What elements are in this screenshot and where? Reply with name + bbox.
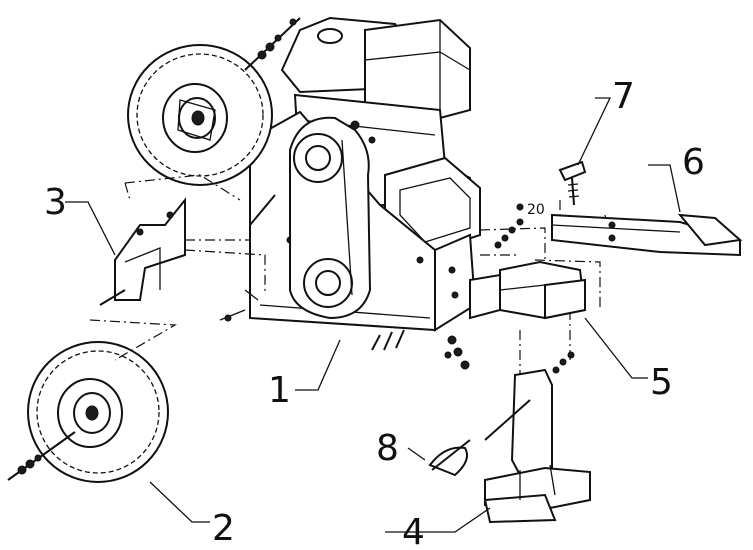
pin-clip	[428, 439, 471, 477]
callouts: 1 2 3 4 5 6 7 8	[44, 76, 705, 550]
lower-wheel-bolt	[7, 431, 76, 481]
callout-2: 2	[212, 508, 235, 549]
axle-bracket	[99, 197, 186, 306]
upper-wheel	[127, 44, 273, 186]
callout-1: 1	[268, 370, 291, 411]
assembly-lines	[89, 174, 613, 380]
callout-4: 4	[402, 512, 425, 550]
belt-cover	[289, 116, 376, 320]
bolt-count-label: 20	[527, 202, 545, 218]
lower-wheel	[27, 341, 169, 483]
callout-3: 3	[44, 182, 67, 223]
leader-lines	[65, 97, 681, 533]
callout-8: 8	[376, 428, 399, 469]
knob	[558, 160, 587, 206]
tow-bar-bolts: 20	[494, 202, 545, 249]
callout-6: 6	[682, 142, 705, 183]
frame-fasteners	[219, 194, 470, 370]
hitch-mount	[469, 260, 587, 320]
upper-wheel-bolt	[244, 17, 301, 71]
tow-bar	[551, 213, 743, 257]
callout-7: 7	[612, 76, 635, 117]
stand-leg	[483, 351, 591, 524]
callout-5: 5	[650, 362, 673, 403]
